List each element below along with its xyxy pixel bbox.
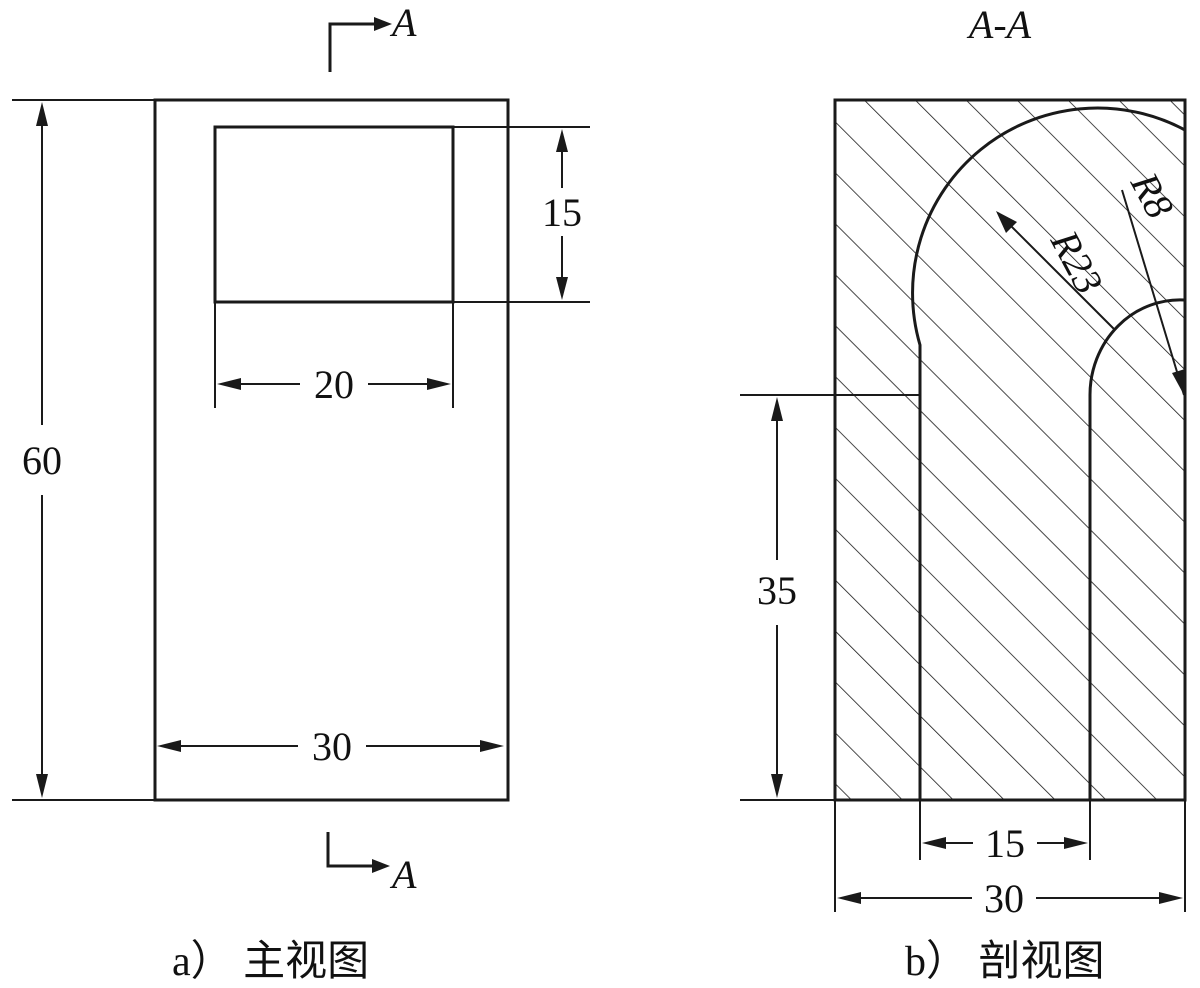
cavity-outline-right (1088, 298, 1186, 800)
front-view-outline (153, 98, 510, 802)
dim-text-30-section: 30 (984, 876, 1024, 921)
dim-text-20: 20 (314, 362, 354, 407)
dim-text-15-section: 15 (985, 821, 1025, 866)
dimension-slot-width-15: 15 (919, 800, 1091, 866)
caption-section-view: b） 剖视图 (905, 939, 1105, 985)
dimension-slot-height-15: 15 (453, 126, 590, 303)
dimension-width-30-section: 30 (834, 800, 1186, 921)
cavity-outline-left (911, 106, 1186, 800)
section-label-top: A (389, 0, 417, 45)
caption-front-view: a） 主视图 (172, 939, 369, 985)
section-hatching (835, 100, 1185, 800)
section-view-title: A-A (966, 2, 1032, 47)
dimension-height-60: 60 (12, 99, 155, 801)
section-view-outline (833, 98, 1187, 802)
dim-text-15-slot: 15 (542, 190, 582, 235)
front-view: A A 60 15 (12, 0, 590, 985)
section-marker-top: A (328, 0, 417, 72)
section-label-bottom: A (389, 852, 417, 897)
section-view: A-A R23 R8 35 (740, 2, 1187, 985)
dimension-slot-width-20: 20 (214, 302, 454, 408)
dim-text-30-front: 30 (312, 724, 352, 769)
dim-text-60: 60 (22, 438, 62, 483)
dimension-height-35: 35 (740, 394, 920, 801)
dim-text-35: 35 (757, 568, 797, 613)
section-marker-bottom: A (326, 832, 417, 897)
front-view-slot (213, 125, 455, 304)
dimension-width-30: 30 (157, 724, 504, 769)
